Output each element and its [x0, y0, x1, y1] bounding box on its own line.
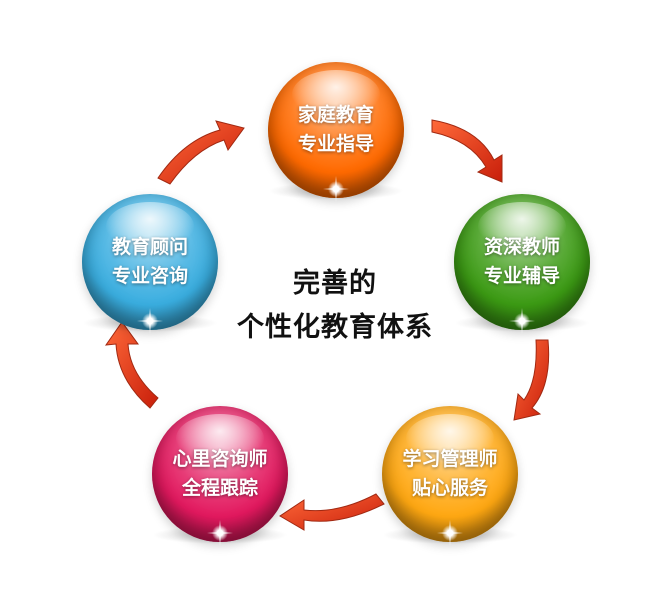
- sphere-senior-teacher: 资深教师 专业辅导: [454, 194, 590, 334]
- node-label-line2: 全程跟踪: [181, 477, 258, 499]
- sphere-study-manager: 学习管理师 贴心服务: [382, 406, 518, 546]
- node-label-line1: 资深教师: [483, 236, 560, 258]
- arrow-top-to-right: [431, 119, 503, 183]
- sphere-education-consultant: 教育顾问 专业咨询: [82, 194, 218, 334]
- node-label-line2: 专业辅导: [483, 265, 560, 287]
- arrow-bottom-right-to-bottom-left: [279, 493, 385, 531]
- node-label-line1: 心里咨询师: [172, 448, 268, 470]
- arrow-right-to-bottom-right: [513, 339, 550, 421]
- node-label-line2: 专业指导: [297, 133, 374, 155]
- center-title-line2: 个性化教育体系: [237, 312, 433, 343]
- node-label-line2: 贴心服务: [411, 477, 488, 499]
- node-label-line1: 家庭教育: [297, 104, 374, 126]
- sphere-psychological-counselor: 心里咨询师 全程跟踪: [152, 406, 288, 546]
- node-label-line2: 专业咨询: [111, 265, 188, 287]
- center-title-line1: 完善的: [293, 268, 377, 299]
- node-label-line1: 学习管理师: [402, 448, 498, 470]
- center-title: 完善的 个性化教育体系: [200, 262, 470, 350]
- arrow-bottom-left-to-left: [104, 321, 159, 409]
- node-label-line1: 教育顾问: [111, 236, 188, 258]
- arrow-left-to-top: [157, 120, 245, 185]
- sphere-family-education: 家庭教育 专业指导: [268, 62, 404, 202]
